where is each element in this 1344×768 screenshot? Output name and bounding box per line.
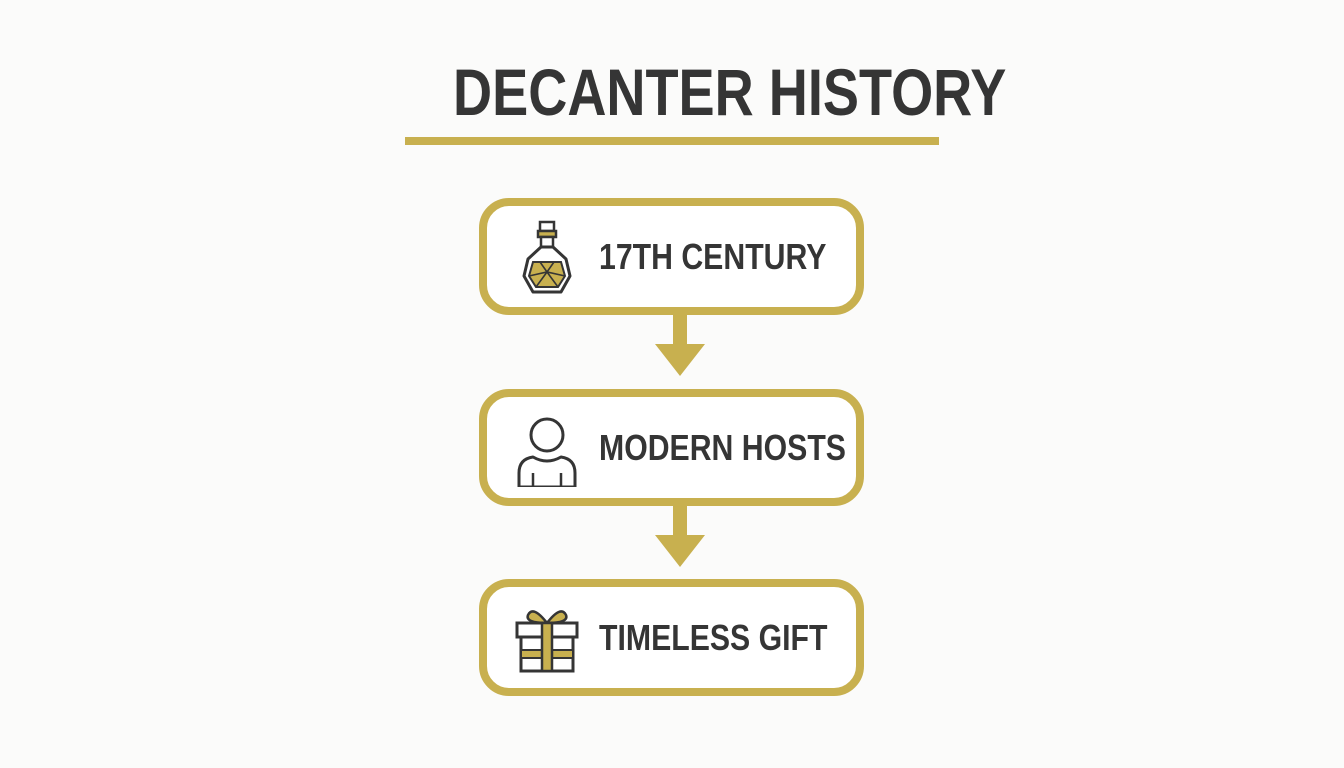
arrow-down-icon — [651, 505, 709, 567]
step-17th-century: 17TH CENTURY — [479, 198, 864, 315]
step-label: 17TH CENTURY — [599, 236, 827, 277]
gift-icon — [509, 597, 585, 677]
step-label: TIMELESS GIFT — [599, 617, 828, 658]
step-label: MODERN HOSTS — [599, 427, 846, 468]
arrow-down-icon — [651, 314, 709, 376]
diagram-title: DECANTER HISTORY — [453, 55, 1007, 129]
step-modern-hosts: MODERN HOSTS — [479, 389, 864, 506]
decanter-icon — [509, 216, 585, 296]
title-underline — [405, 137, 939, 145]
step-timeless-gift: TIMELESS GIFT — [479, 579, 864, 696]
person-icon — [509, 407, 585, 487]
